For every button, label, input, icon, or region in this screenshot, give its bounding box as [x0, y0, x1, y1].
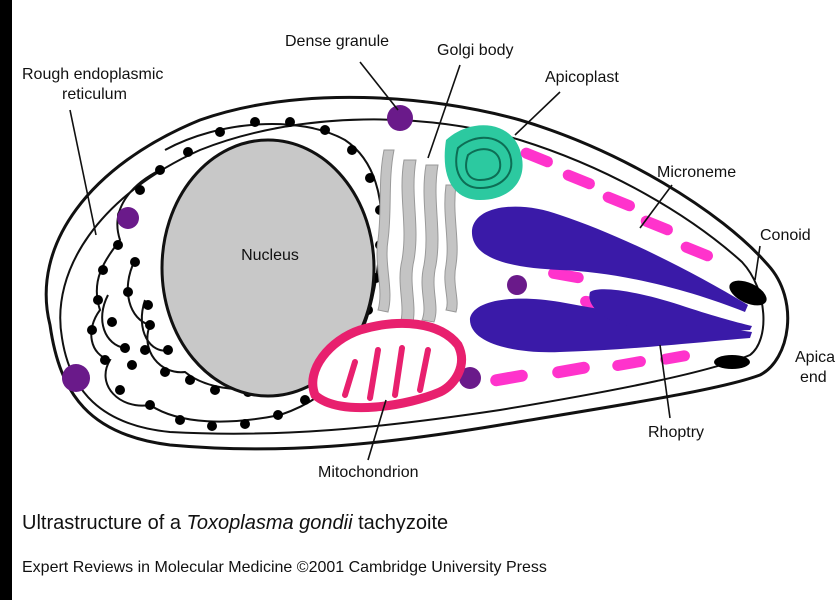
- label-dense-granule: Dense granule: [285, 33, 389, 50]
- dense-granule-5: [507, 275, 527, 295]
- figure-credit: Expert Reviews in Molecular Medicine ©20…: [22, 559, 547, 577]
- label-rough-er-line2: reticulum: [62, 86, 127, 103]
- caption-prefix: Ultrastructure of a: [22, 512, 187, 534]
- apicoplast: [445, 125, 523, 200]
- label-rhoptry: Rhoptry: [648, 424, 704, 441]
- label-mitochondrion: Mitochondrion: [318, 464, 419, 481]
- figure-frame: Rough endoplasmic reticulum Dense granul…: [12, 0, 836, 600]
- label-rough-er-line1: Rough endoplasmic: [22, 66, 163, 83]
- figure-caption: Ultrastructure of a Toxoplasma gondii ta…: [22, 512, 448, 535]
- dense-granule-1: [387, 105, 413, 131]
- dense-granule-3: [62, 364, 90, 392]
- apical-ring: [714, 355, 750, 369]
- label-conoid: Conoid: [760, 227, 811, 244]
- label-apicoplast: Apicoplast: [545, 69, 619, 86]
- label-nucleus: Nucleus: [241, 247, 299, 264]
- caption-suffix: tachyzoite: [353, 512, 449, 534]
- label-apical-end-line1: Apical: [795, 349, 836, 366]
- label-apical-end-line2: end: [800, 369, 827, 386]
- label-golgi-body: Golgi body: [437, 42, 514, 59]
- toxoplasma-diagram: Rough endoplasmic reticulum Dense granul…: [12, 0, 836, 600]
- label-microneme: Microneme: [657, 164, 736, 181]
- dense-granule-2: [117, 207, 139, 229]
- caption-species: Toxoplasma gondii: [187, 512, 353, 534]
